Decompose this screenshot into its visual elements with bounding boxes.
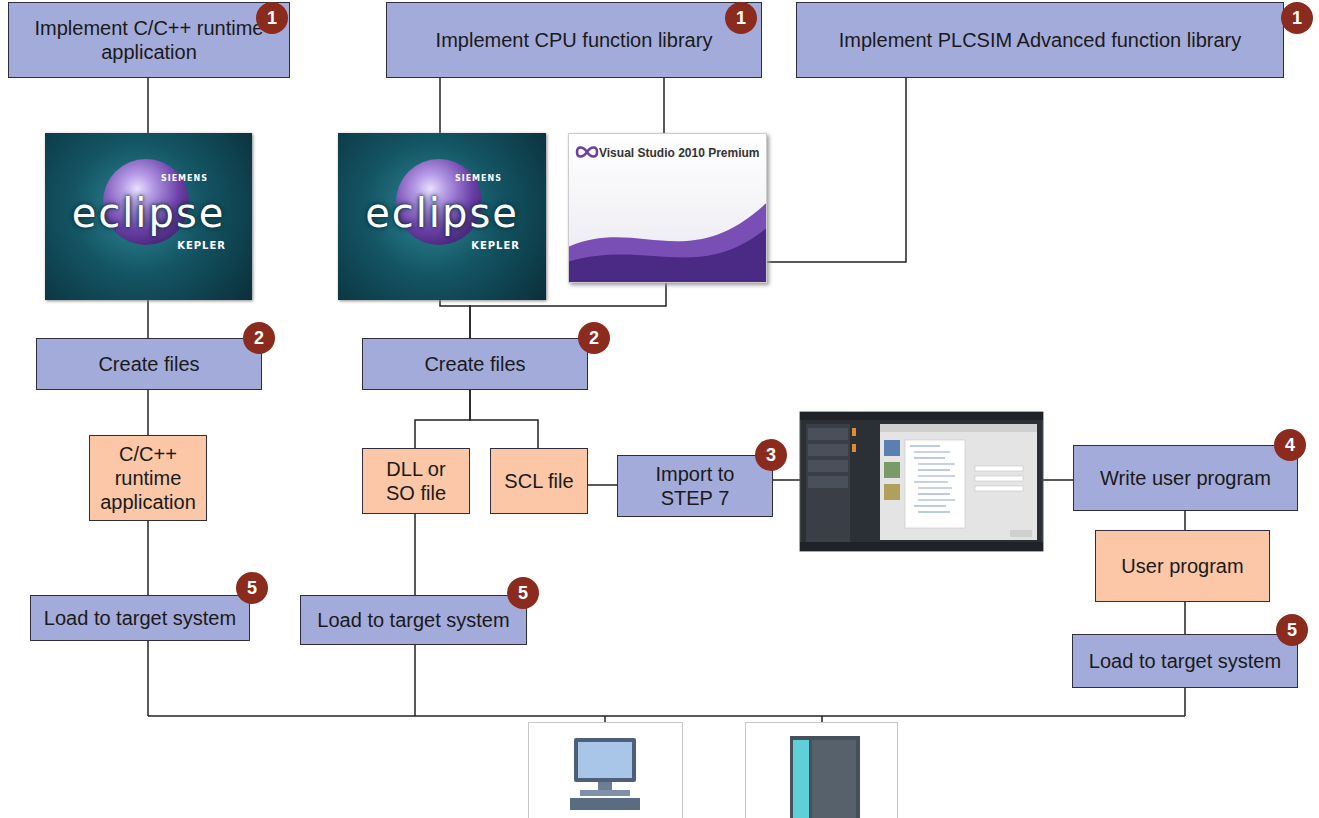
callout-number: 5 [507, 577, 539, 609]
connector-line [470, 390, 538, 448]
connector-line [147, 78, 149, 133]
eclipse-splash: SIEMENS eclipseKEPLER [45, 133, 252, 300]
box-text: Load to target system [317, 608, 509, 632]
connector-line [147, 300, 149, 338]
step-box: Import to STEP 7 [617, 455, 773, 517]
box-text: C/C++ runtime application [100, 442, 196, 514]
callout-number: 1 [725, 2, 757, 34]
connector-line [440, 300, 470, 338]
step-box: Load to target system [300, 595, 527, 645]
callout-number: 2 [578, 322, 610, 354]
connector-line [415, 390, 470, 448]
box-text: Import to STEP 7 [628, 462, 762, 510]
box-text: Implement CPU function library [436, 28, 713, 52]
file-box: User program [1095, 530, 1270, 602]
connector-line [767, 78, 906, 262]
step-box: Create files [362, 338, 588, 390]
callout-number: 2 [243, 322, 275, 354]
connector-line [414, 514, 416, 595]
callout-number: 5 [1276, 614, 1308, 646]
task-box: Implement CPU function library [386, 2, 762, 78]
box-text: DLL or SO file [373, 457, 459, 505]
file-box: DLL or SO file [362, 448, 470, 514]
step-box: Load to target system [1072, 634, 1298, 688]
callout-number: 1 [1281, 2, 1313, 34]
step-box: Load to target system [30, 595, 250, 641]
box-text: Implement C/C++ runtime application [19, 16, 279, 64]
box-text: Load to target system [44, 606, 236, 630]
box-text: Create files [98, 352, 199, 376]
visual-studio-splash: Visual Studio 2010 Premium [568, 133, 767, 283]
callout-number: 3 [755, 439, 787, 471]
vs-wave [569, 202, 767, 284]
splash-text: SIEMENS [455, 175, 502, 183]
callout-number: 1 [256, 2, 288, 34]
vs-wave [569, 227, 767, 283]
connector-line [439, 78, 441, 133]
vs-logo [577, 148, 597, 157]
callout-number: 5 [236, 572, 268, 604]
box-text: Write user program [1100, 466, 1271, 490]
step-box: Create files [36, 338, 262, 390]
box-text: Implement PLCSIM Advanced function libra… [839, 28, 1241, 52]
file-box: SCL file [490, 448, 588, 514]
connector-line [588, 484, 617, 486]
splash-text: KEPLER [471, 241, 520, 251]
task-box: Implement C/C++ runtime application [8, 2, 290, 78]
pc-icon [529, 723, 683, 818]
splash-text: KEPLER [177, 241, 226, 251]
file-box: C/C++ runtime application [89, 435, 207, 521]
eclipse-splash: SIEMENS eclipseKEPLER [338, 133, 546, 300]
connector-line [663, 78, 665, 133]
connector-line [147, 390, 149, 435]
box-text: SCL file [504, 469, 573, 493]
splash-text: Visual Studio 2010 Premium [599, 146, 760, 160]
plc-icon [746, 723, 898, 818]
step-box: Write user program [1073, 445, 1298, 511]
splash-text: SIEMENS [161, 175, 208, 183]
connector-line [1184, 602, 1186, 634]
target-bus-lines [148, 641, 1185, 722]
step7-screenshot [800, 412, 1043, 551]
task-box: Implement PLCSIM Advanced function libra… [796, 2, 1284, 78]
callout-number: 4 [1274, 429, 1306, 461]
connector-line [147, 521, 149, 595]
splash-text: eclipse [45, 193, 252, 233]
box-text: Create files [424, 352, 525, 376]
connector-line [1184, 511, 1186, 530]
splash-text: eclipse [338, 193, 546, 233]
box-text: User program [1121, 554, 1243, 578]
box-text: Load to target system [1089, 649, 1281, 673]
